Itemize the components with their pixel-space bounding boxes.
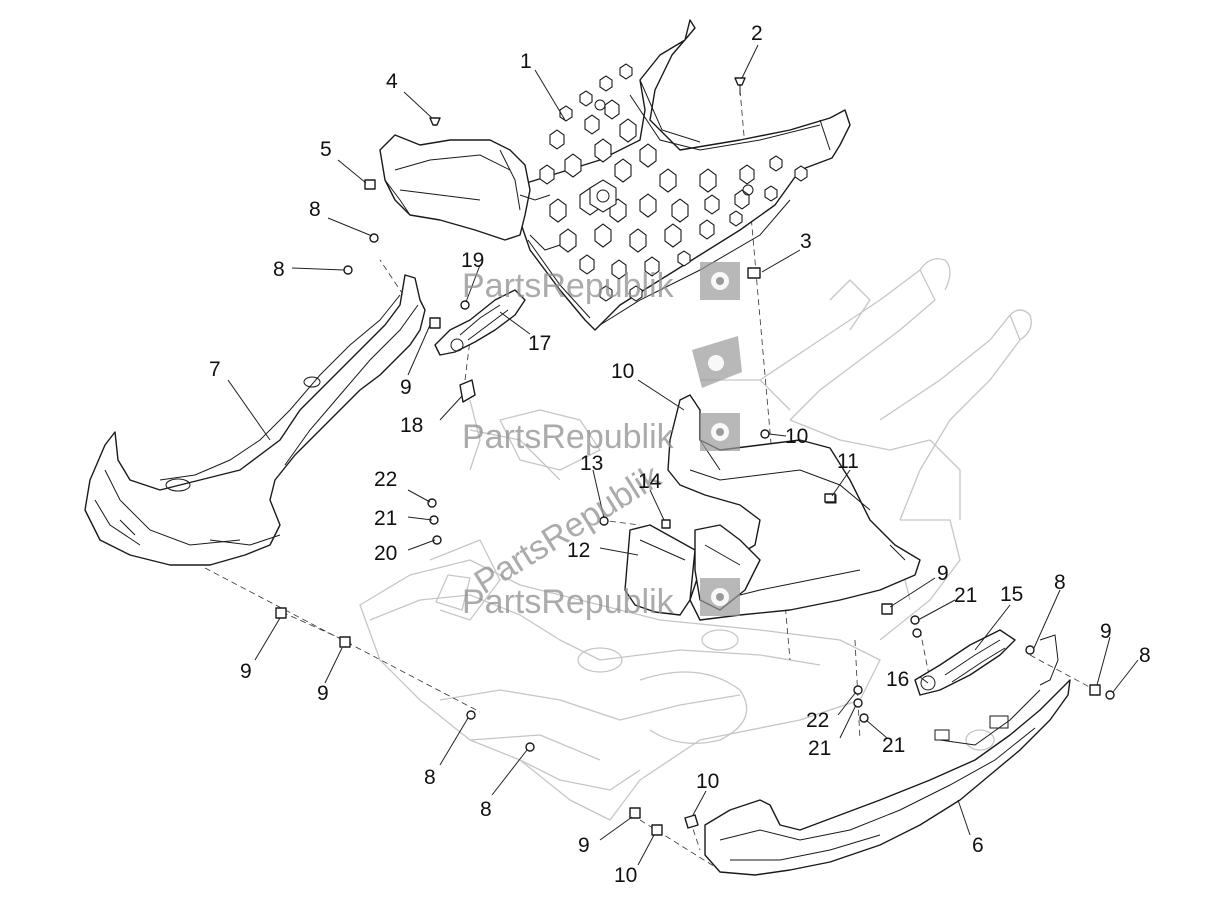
callout-17: 15 (1000, 583, 1023, 606)
callout-23: 22 (806, 709, 829, 732)
callout-labels: 1 2 3 4 5 6 7 8 8 8 8 8 8 9 9 9 9 9 9 10… (209, 22, 1151, 887)
callout-1: 1 (520, 50, 532, 73)
gear-flag-icon (700, 413, 740, 451)
callout-8: 8 (480, 798, 492, 821)
watermark-text: PartsRepublik (462, 418, 675, 456)
callout-3: 3 (800, 230, 812, 253)
callout-22: 21 (808, 737, 831, 760)
hardware (275, 77, 1115, 836)
gear-flag-icon (700, 262, 740, 300)
callout-7: 7 (209, 358, 221, 381)
callout-8: 8 (273, 258, 285, 281)
part-6-right-side-cover (704, 634, 1071, 876)
callout-21: 20 (374, 542, 397, 565)
callout-5: 5 (320, 138, 332, 161)
callout-8: 8 (424, 766, 436, 789)
callout-23: 22 (374, 468, 397, 491)
watermark-text: PartsRepublik (462, 583, 675, 621)
callout-4: 4 (386, 70, 398, 93)
ghost-frame (359, 258, 1032, 821)
gear-flag-icon (692, 336, 742, 388)
gear-flag-icon (700, 578, 740, 616)
callout-9: 9 (400, 376, 412, 399)
callout-18: 16 (886, 668, 909, 691)
part-7-left-side-cover (84, 274, 426, 566)
leader-lines (227, 44, 1139, 866)
callout-22: 21 (374, 507, 397, 530)
floor-panel-hex-pattern (539, 63, 808, 302)
callout-21: 21 (954, 584, 977, 607)
callout-10: 10 (696, 770, 719, 793)
callout-19: 17 (528, 332, 551, 355)
part-19-footrest-left (434, 289, 526, 356)
part-front-bracket (379, 134, 561, 251)
callout-8: 8 (1139, 644, 1151, 667)
callout-8: 8 (1054, 571, 1066, 594)
callout-11: 10 (611, 360, 634, 383)
callout-21: 21 (882, 734, 905, 757)
callout-15: 13 (580, 452, 603, 475)
callout-13: 11 (837, 450, 859, 473)
callout-21: 19 (461, 249, 484, 272)
part-17-footrest-right (914, 629, 1016, 696)
callout-2: 2 (751, 22, 763, 45)
callout-9: 9 (937, 562, 949, 585)
callout-10: 10 (614, 864, 637, 887)
callout-10: 9 (240, 660, 252, 683)
part-14-inner-panel (624, 524, 696, 616)
callout-8: 8 (309, 198, 321, 221)
callout-6: 6 (972, 834, 984, 857)
callout-14: 12 (567, 539, 590, 562)
callout-12: 10 (785, 425, 808, 448)
callout-16: 14 (638, 470, 662, 493)
callout-9: 9 (578, 834, 590, 857)
callout-9: 9 (317, 682, 329, 705)
callout-9: 9 (1100, 620, 1112, 643)
callout-20: 18 (400, 414, 423, 437)
watermark-text: PartsRepublik (462, 267, 675, 305)
